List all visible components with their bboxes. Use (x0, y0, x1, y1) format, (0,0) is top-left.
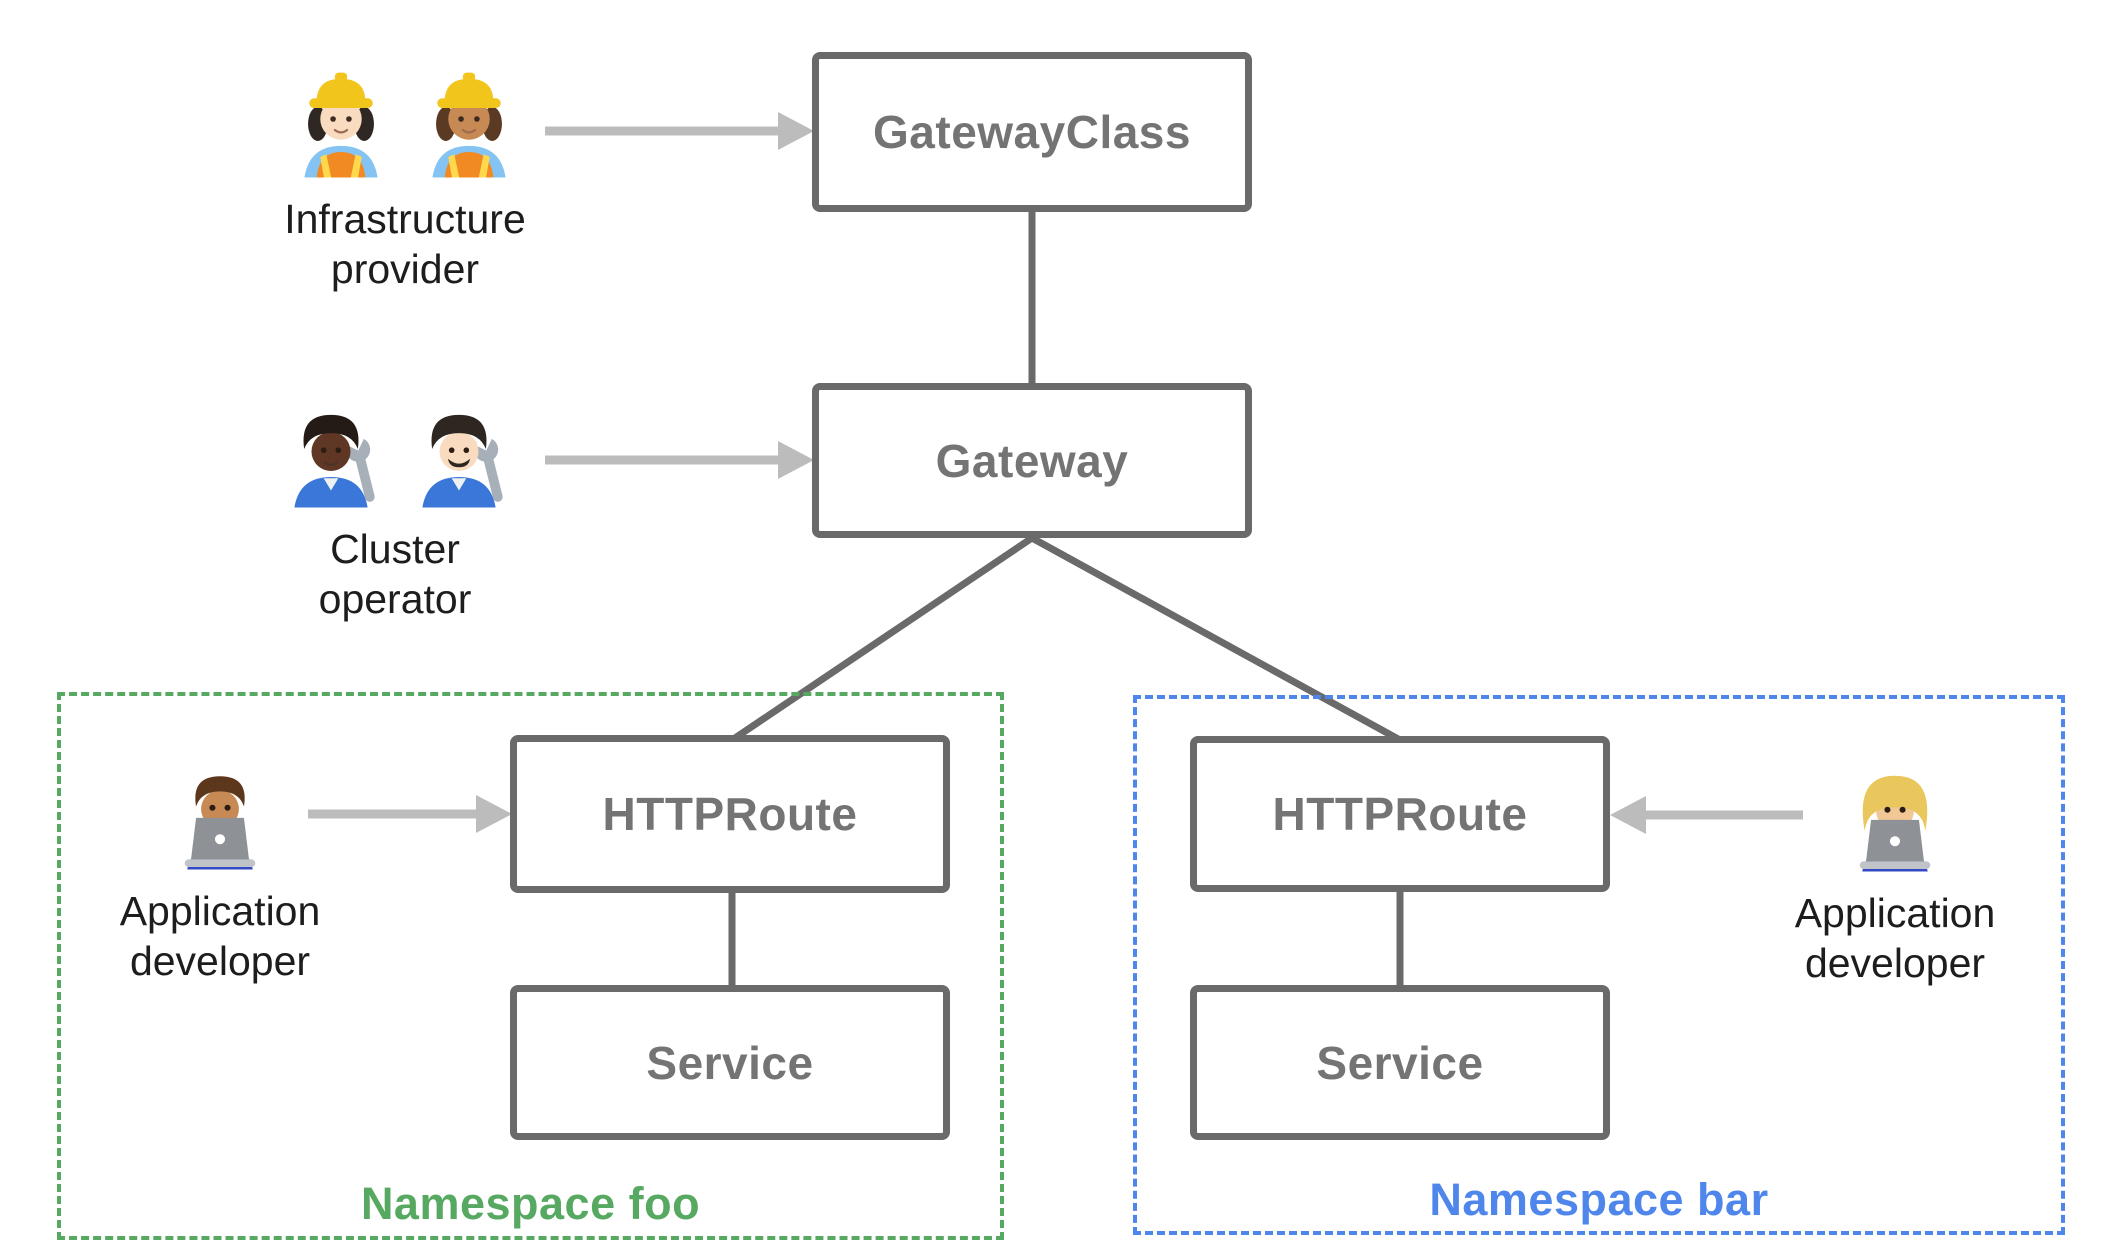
application-developer-foo-label: Application developer (119, 888, 321, 985)
namespace-bar-label: Namespace bar (1429, 1174, 1769, 1225)
node-service-foo-label: Service (646, 1036, 814, 1089)
namespace-bar-boundary (1133, 695, 2065, 1235)
node-httproute-foo-label: HTTPRoute (602, 788, 858, 840)
node-service-bar: Service (1190, 985, 1610, 1140)
edge-gateway-httproute-foo (730, 535, 1034, 743)
node-service-bar-label: Service (1316, 1036, 1484, 1089)
woman-construction-worker-medium-skin-emoji (408, 58, 530, 180)
persona-application-developer-bar: Application developer (1725, 748, 2065, 988)
persona-cluster-operator: Cluster operator (210, 388, 580, 624)
woman-construction-worker-light-skin-emoji (280, 58, 402, 180)
cluster-operator-emojis (270, 388, 520, 510)
node-gateway-label: Gateway (935, 434, 1129, 487)
persona-infrastructure-provider: Infrastructure provider (215, 58, 595, 294)
arrow-cluster-operator-to-gateway (545, 441, 814, 479)
application-developer-bar-label: Application developer (1794, 890, 1996, 987)
man-mechanic-light-skin-emoji (398, 388, 520, 510)
node-httproute-foo: HTTPRoute (510, 735, 950, 893)
infrastructure-provider-emojis (280, 58, 530, 180)
application-developer-foo-emoji (157, 746, 283, 872)
arrow-infrastructure-provider-to-gatewayclass (545, 112, 814, 150)
woman-technologist-blonde-emoji (1832, 748, 1958, 874)
application-developer-bar-emoji (1832, 748, 1958, 874)
node-gatewayclass: GatewayClass (812, 52, 1252, 212)
arrow-application-developer-to-httproute-bar (1610, 796, 1803, 834)
node-service-foo: Service (510, 985, 950, 1140)
node-httproute-bar-label: HTTPRoute (1272, 788, 1528, 840)
persona-application-developer-foo: Application developer (50, 746, 390, 986)
cluster-operator-label: Cluster operator (318, 526, 472, 623)
namespace-foo-label: Namespace foo (360, 1178, 701, 1229)
infrastructure-provider-label: Infrastructure provider (284, 196, 526, 293)
mechanic-dark-skin-emoji (270, 388, 392, 510)
node-gateway: Gateway (812, 383, 1252, 538)
man-technologist-medium-skin-emoji (157, 746, 283, 872)
edge-gateway-httproute-bar (1030, 534, 1402, 744)
node-httproute-bar: HTTPRoute (1190, 736, 1610, 892)
namespace-foo-boundary (57, 692, 1004, 1240)
arrow-application-developer-to-httproute-foo (308, 795, 512, 833)
node-gatewayclass-label: GatewayClass (873, 106, 1191, 158)
